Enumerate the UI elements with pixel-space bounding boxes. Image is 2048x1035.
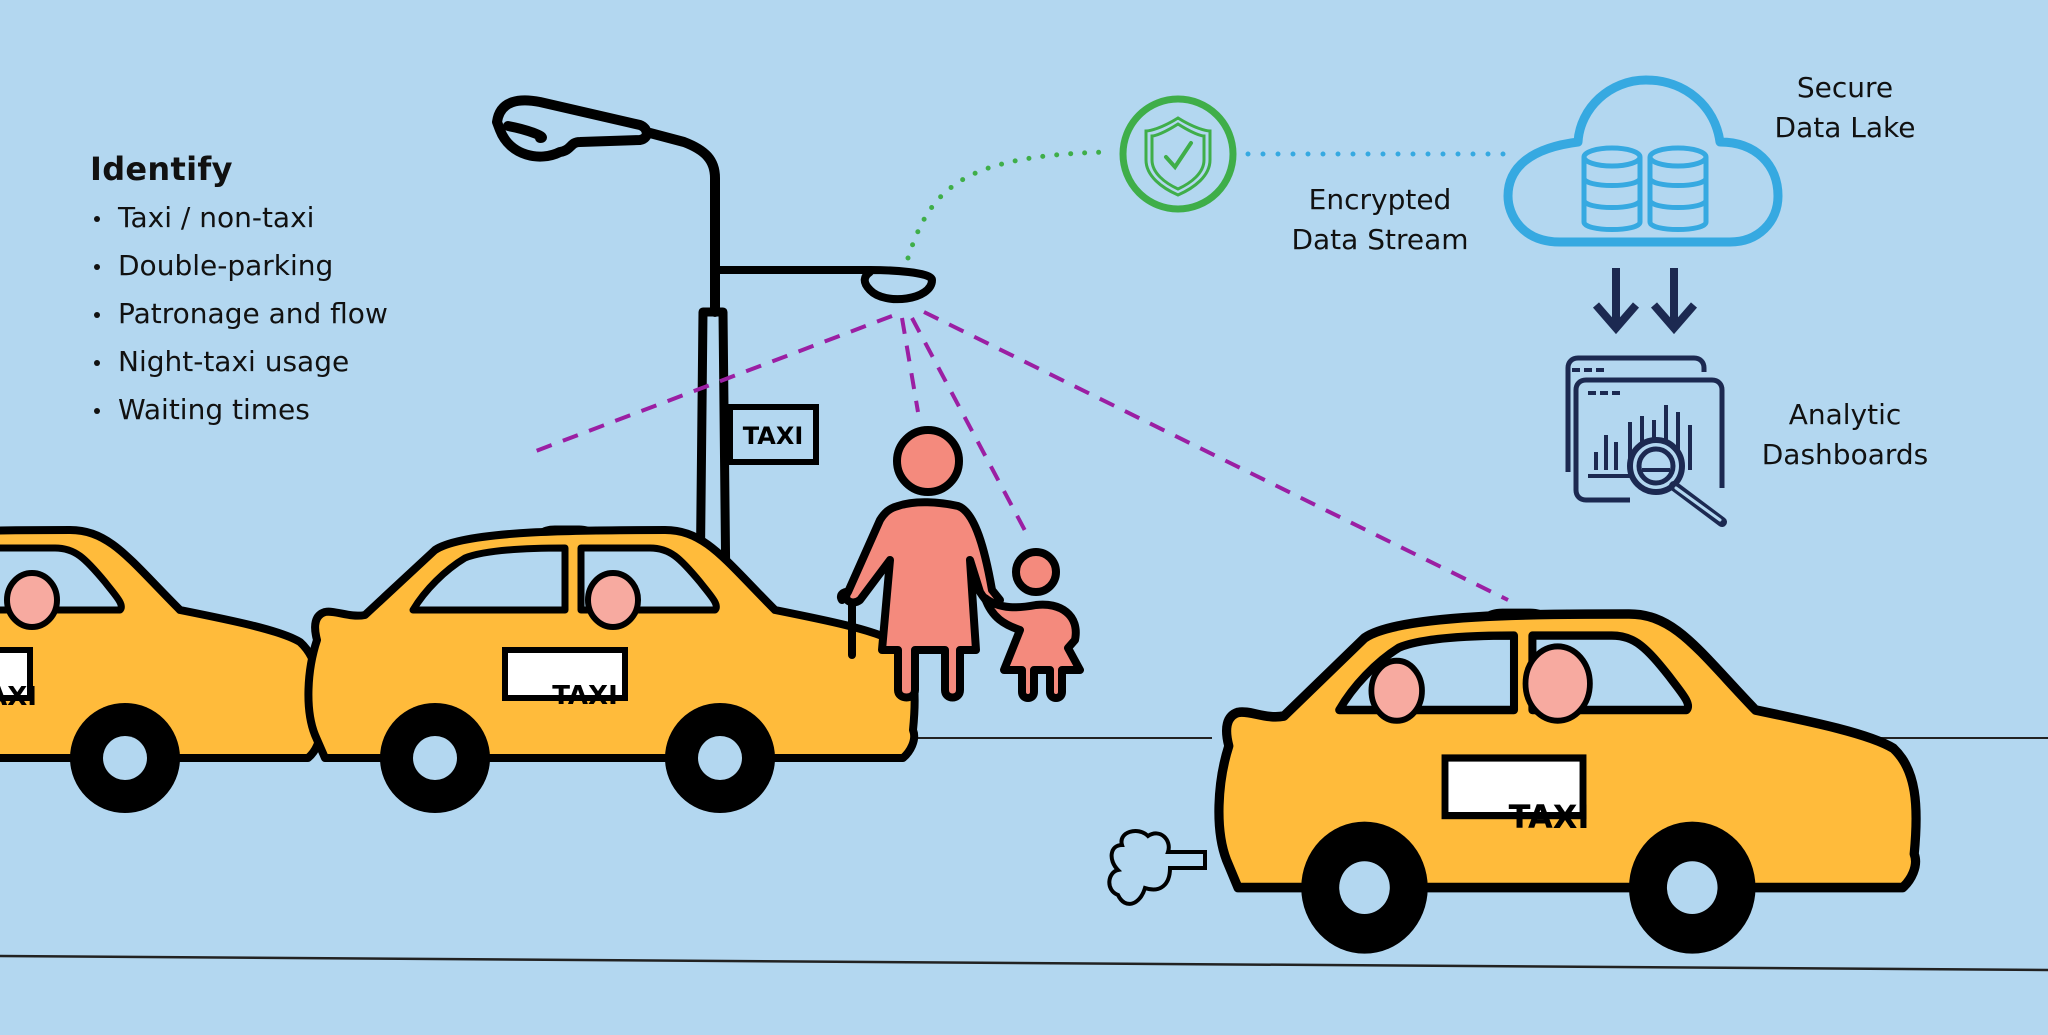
stream-label: Encrypted Data Stream xyxy=(1270,180,1490,260)
dashboard-label-line1: Analytic xyxy=(1788,398,1902,431)
identify-panel: Identify Taxi / non-taxi Double-parking … xyxy=(90,150,388,434)
taxi-left-sign-text: AXI xyxy=(0,682,37,712)
list-item: Double-parking xyxy=(90,242,388,290)
taxi-right-sign-text: TAXI xyxy=(1509,798,1590,836)
lake-label-line2: Data Lake xyxy=(1774,111,1916,144)
sensor-uplink-dots xyxy=(905,149,1113,261)
pole-taxi-sign xyxy=(727,404,819,465)
cloud-database-icon xyxy=(1503,75,1783,247)
exhaust-cloud-icon xyxy=(1107,829,1207,906)
dashboard-magnifier-icon xyxy=(1565,355,1727,527)
sensor-beams xyxy=(527,310,1509,602)
data-lake-label: Secure Data Lake xyxy=(1735,68,1955,148)
dashboards-label: Analytic Dashboards xyxy=(1735,395,1955,475)
list-item: Waiting times xyxy=(90,386,388,434)
taxi-middle xyxy=(308,528,914,813)
list-item: Night-taxi usage xyxy=(90,338,388,386)
taxi-left xyxy=(0,528,320,813)
streetlight-sensor-icon xyxy=(492,95,936,605)
list-item: Patronage and flow xyxy=(90,290,388,338)
identify-list: Taxi / non-taxi Double-parking Patronage… xyxy=(90,194,388,434)
taxi-right xyxy=(1219,612,1916,954)
shield-check-icon xyxy=(1119,95,1237,213)
stream-label-line1: Encrypted xyxy=(1308,183,1452,216)
pole-sign-text: TAXI xyxy=(743,422,804,450)
stream-label-line2: Data Stream xyxy=(1291,223,1469,256)
list-item: Taxi / non-taxi xyxy=(90,194,388,242)
lake-label-line1: Secure xyxy=(1796,71,1894,104)
dashboard-label-line2: Dashboards xyxy=(1761,438,1929,471)
adult-child-icon xyxy=(837,426,1084,702)
arrow-down-icon xyxy=(1592,268,1698,335)
identify-title: Identify xyxy=(90,150,233,188)
taxi-middle-sign-text: TAXI xyxy=(552,681,618,711)
